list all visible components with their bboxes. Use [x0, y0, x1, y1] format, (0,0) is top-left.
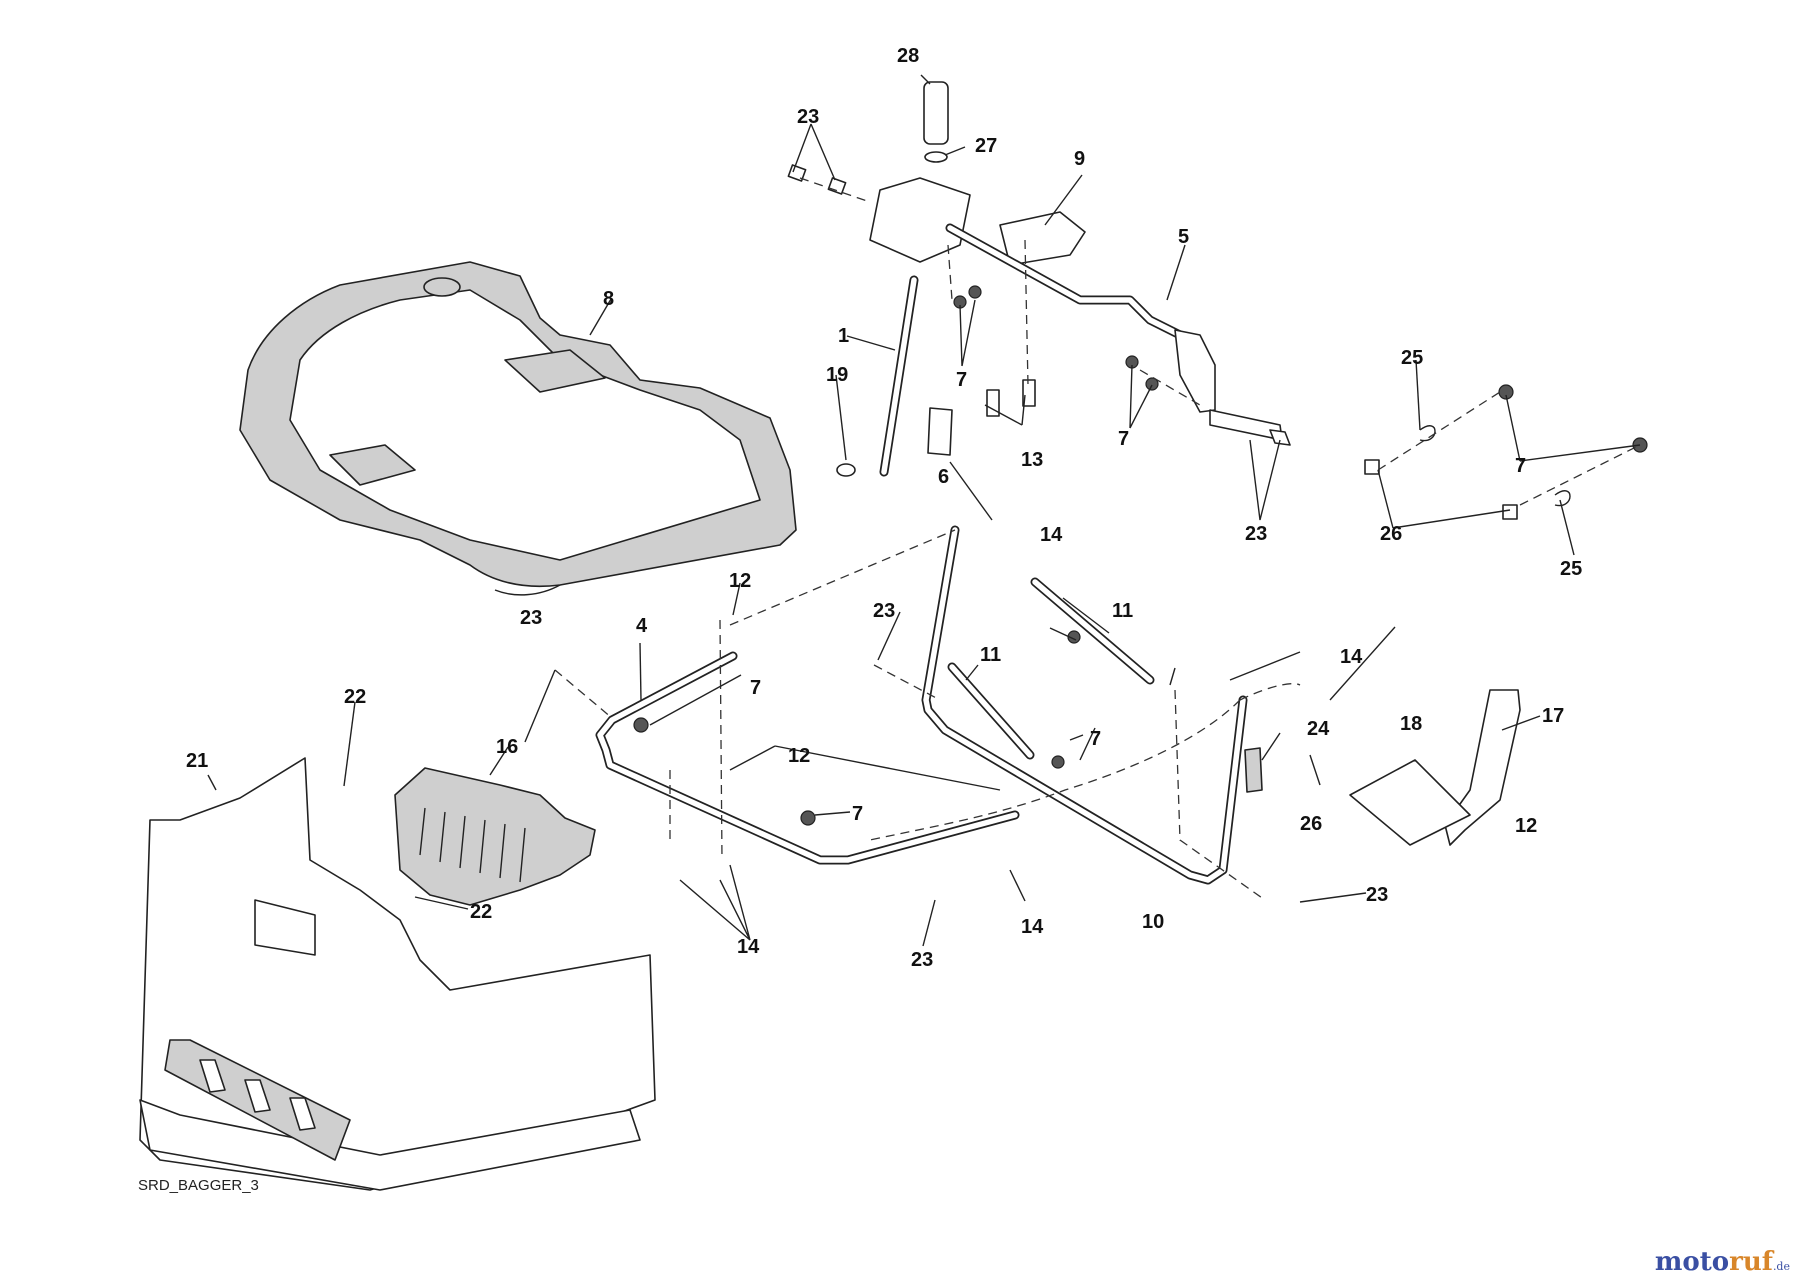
grass-catcher-lid — [239, 261, 797, 596]
callout-25: 25 — [1401, 347, 1423, 369]
callout-23: 23 — [520, 607, 542, 629]
watermark-tld: .de — [1772, 1260, 1790, 1273]
callout-1: 1 — [838, 325, 849, 347]
hardware-parts — [633, 81, 1648, 826]
callout-6: 6 — [938, 466, 949, 488]
callout-22: 22 — [470, 901, 492, 923]
callout-13: 13 — [1021, 449, 1043, 471]
callout-26: 26 — [1380, 523, 1402, 545]
callout-22: 22 — [344, 686, 366, 708]
watermark-accent: ruf — [1729, 1247, 1773, 1277]
callout-23: 23 — [1366, 884, 1388, 906]
callout-10: 10 — [1142, 911, 1164, 933]
callout-23: 23 — [911, 949, 933, 971]
frame-tubes — [595, 525, 1248, 885]
callout-14: 14 — [737, 936, 760, 958]
callout-23: 23 — [797, 106, 819, 128]
callout-12: 12 — [729, 570, 751, 592]
callout-4: 4 — [636, 615, 648, 637]
callout-19: 19 — [826, 364, 848, 386]
callout-11: 11 — [980, 644, 1001, 666]
callout-labels: 28 23 27 9 5 8 1 19 7 25 7 13 6 7 23 26 … — [186, 45, 1582, 971]
callout-25: 25 — [1560, 558, 1582, 580]
grass-bag — [139, 757, 656, 1191]
callout-24: 24 — [1307, 718, 1330, 740]
callout-18: 18 — [1400, 713, 1422, 735]
callout-7: 7 — [852, 803, 863, 825]
callout-7: 7 — [1090, 728, 1101, 750]
callout-11: 11 — [1112, 600, 1133, 622]
callout-23: 23 — [1245, 523, 1267, 545]
callout-7: 7 — [1515, 455, 1526, 477]
watermark-logo: motoruf.de — [1655, 1247, 1790, 1277]
deflector-plate — [394, 767, 596, 906]
callout-16: 16 — [496, 736, 518, 758]
leader-lines — [207, 74, 1641, 947]
side-brackets — [1244, 689, 1521, 846]
callout-14: 14 — [1021, 916, 1044, 938]
callout-23: 23 — [873, 600, 895, 622]
callout-21: 21 — [186, 750, 208, 772]
callout-8: 8 — [603, 288, 614, 310]
callout-17: 17 — [1542, 705, 1564, 727]
assembly-lines — [554, 177, 1641, 901]
callout-7: 7 — [1118, 428, 1129, 450]
callout-7: 7 — [956, 369, 967, 391]
callout-27: 27 — [975, 135, 997, 157]
callout-28: 28 — [897, 45, 919, 67]
callout-26: 26 — [1300, 813, 1322, 835]
callout-14: 14 — [1340, 646, 1363, 668]
callout-7: 7 — [750, 677, 761, 699]
watermark-main: moto — [1654, 1247, 1730, 1277]
callout-12: 12 — [788, 745, 810, 767]
drawing-code: SRD_BAGGER_3 — [138, 1177, 259, 1194]
callout-5: 5 — [1178, 226, 1189, 248]
callout-14: 14 — [1040, 524, 1063, 546]
callout-9: 9 — [1074, 148, 1085, 170]
callout-12: 12 — [1515, 815, 1537, 837]
